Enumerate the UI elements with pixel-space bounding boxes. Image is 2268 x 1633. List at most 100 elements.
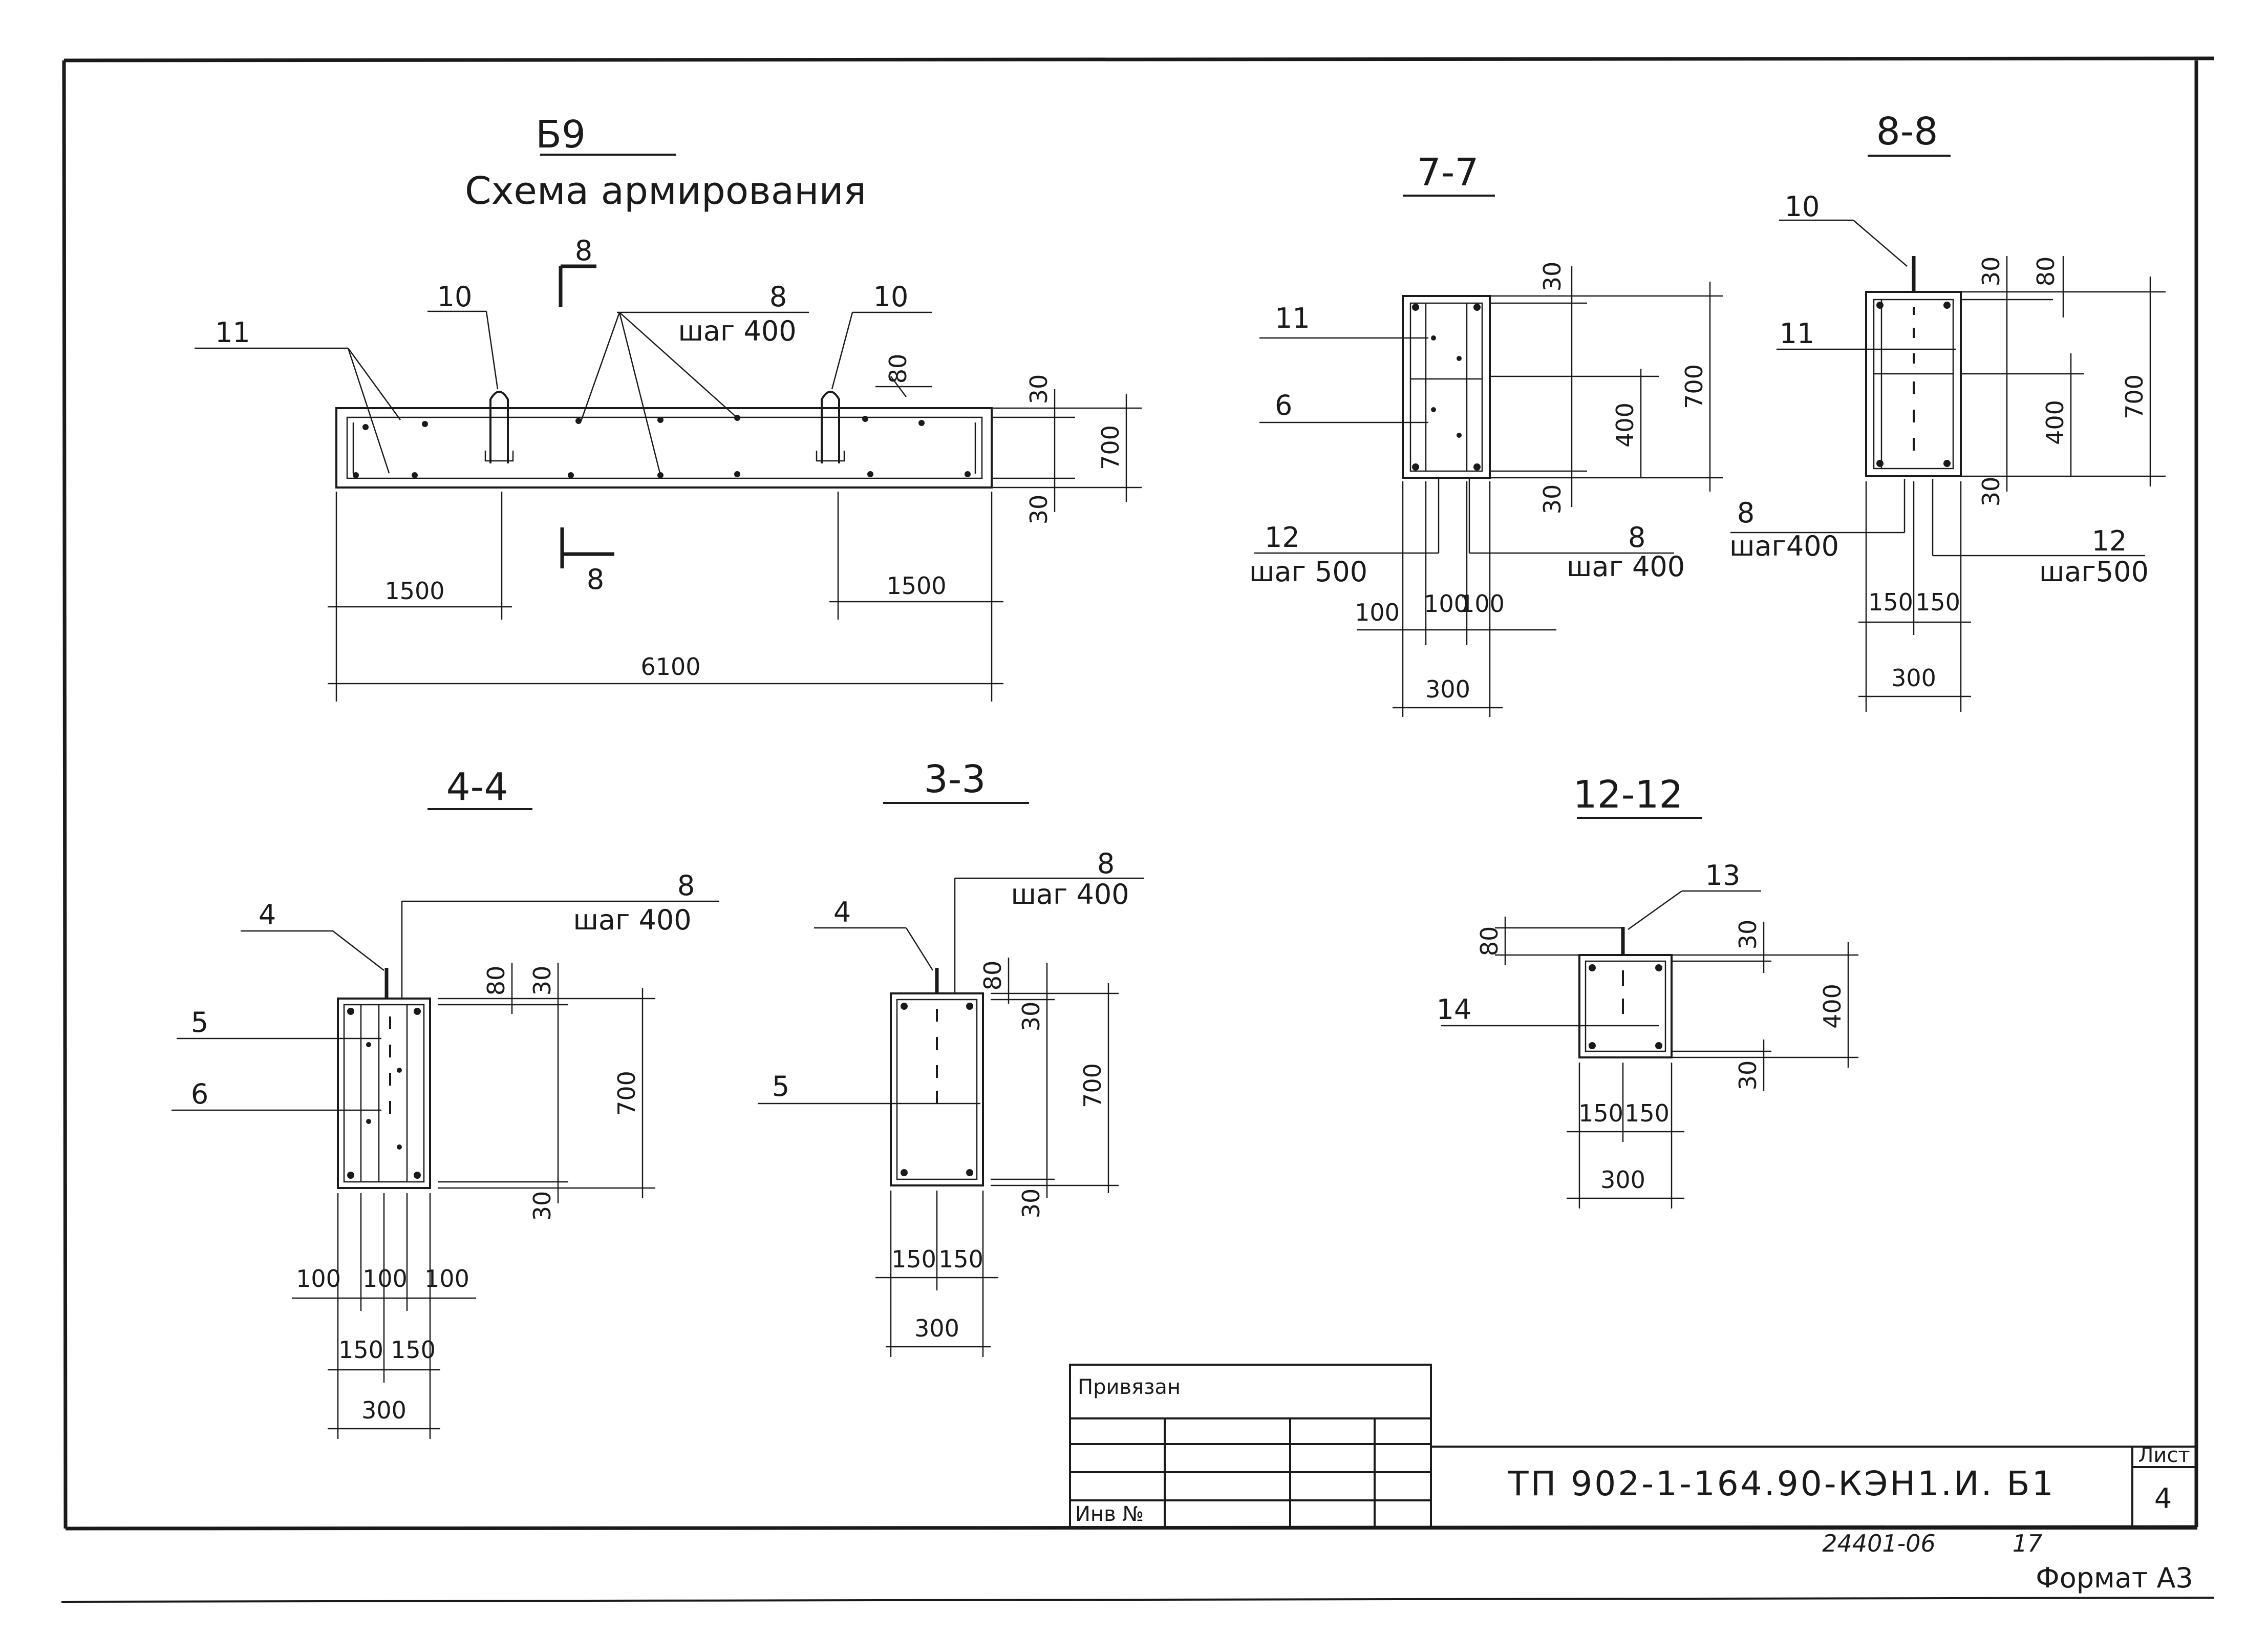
s88-dim-150-b: 150 — [1915, 588, 1960, 616]
s77-dim-30-bottom: 30 — [1538, 484, 1566, 515]
archive-number: 24401-06 — [1822, 1530, 1935, 1557]
s77-dim-400: 400 — [1611, 402, 1639, 448]
section-12-12: 12-12 13 14 80 30 400 30 15 — [1437, 773, 1858, 1208]
s77-dim-700: 700 — [1680, 364, 1708, 409]
s1212-dim-30-bottom: 30 — [1734, 1061, 1762, 1091]
s44-dim-100-c: 100 — [424, 1265, 469, 1292]
s88-callout-8: 8 — [1737, 497, 1755, 529]
s33-callout-8-step: шаг 400 — [1011, 878, 1129, 910]
b9-dim-80: 80 — [884, 354, 912, 384]
s44-dim-30-bottom: 30 — [528, 1191, 556, 1221]
s77-callout-12-step: шаг 500 — [1249, 556, 1367, 588]
s88-dim-300: 300 — [1891, 664, 1936, 692]
s33-title: 3-3 — [924, 757, 986, 801]
s77-callout-8-step: шаг 400 — [1567, 550, 1685, 583]
s1212-callout-13: 13 — [1705, 859, 1741, 892]
s44-dim-700: 700 — [613, 1071, 640, 1116]
s77-rebar-dots — [1412, 304, 1481, 471]
b9-callout-8-step: шаг 400 — [678, 315, 796, 347]
s44-rebar-dots — [347, 1008, 421, 1179]
footer: 24401-06 17 Формат А3 — [1822, 1530, 2193, 1594]
s88-dim-30-bottom: 30 — [1977, 477, 2005, 507]
s1212-rebar-dots — [1589, 964, 1662, 1049]
s1212-dim-80: 80 — [1475, 926, 1503, 957]
b9-dim-1500-right: 1500 — [886, 572, 946, 600]
s44-dim-80: 80 — [482, 966, 510, 996]
b9-section-mark-bottom-label: 8 — [587, 563, 604, 596]
s33-callout-5: 5 — [772, 1070, 789, 1102]
s77-title: 7-7 — [1417, 151, 1479, 195]
s77-callout-8: 8 — [1628, 521, 1645, 554]
s1212-callout-14: 14 — [1437, 993, 1472, 1026]
s44-callout-6: 6 — [191, 1078, 208, 1110]
s88-callout-8-step: шаг400 — [1729, 530, 1839, 562]
b9-callout-11: 11 — [215, 316, 250, 349]
s77-dim-30-top: 30 — [1538, 262, 1566, 292]
s33-callout-4: 4 — [833, 896, 851, 928]
archive-suffix: 17 — [2013, 1530, 2043, 1557]
title-block: Привязан Инв № ТП 902-1-164.90-КЭН1.И. Б… — [1069, 1364, 2197, 1530]
s88-dim-30-top: 30 — [1977, 257, 2005, 287]
section-7-7: 7-7 11 6 12 шаг 500 8 шаг 400 — [1249, 151, 1723, 717]
format-label: Формат А3 — [2036, 1562, 2193, 1594]
s88-dim-150-a: 150 — [1868, 588, 1913, 616]
s44-callout-8-step: шаг 400 — [573, 904, 691, 936]
s1212-dim-150-b: 150 — [1624, 1099, 1670, 1127]
b9-rebar-cage — [346, 416, 983, 479]
s44-callout-5: 5 — [191, 1006, 208, 1038]
b9-lifting-loop-right — [821, 391, 840, 463]
s44-title: 4-4 — [446, 765, 508, 809]
s44-dim-300: 300 — [361, 1396, 406, 1424]
s33-dim-150-b: 150 — [938, 1245, 983, 1273]
b9-dim-30-top: 30 — [1025, 374, 1053, 405]
s33-dim-150-a: 150 — [891, 1245, 936, 1273]
s88-callout-10: 10 — [1785, 190, 1820, 223]
s33-dim-80: 80 — [979, 961, 1007, 991]
b9-callout-8: 8 — [769, 281, 787, 313]
sheet-label: Лист — [2138, 1444, 2190, 1467]
s77-callout-11: 11 — [1275, 302, 1310, 334]
s88-dim-80: 80 — [2032, 257, 2060, 287]
s33-dim-30-top: 30 — [1017, 1002, 1045, 1032]
b9-dim-700: 700 — [1097, 425, 1124, 470]
s33-callout-8: 8 — [1097, 847, 1115, 880]
attached-label: Привязан — [1078, 1375, 1181, 1399]
view-b9: Б9 Схема армирования 11 10 — [195, 113, 1142, 702]
section-8-8: 8-8 10 11 8 шаг400 12 шаг500 — [1729, 110, 2166, 712]
s77-dim-100-c: 100 — [1460, 590, 1505, 618]
s77-dim-100-a: 100 — [1355, 599, 1400, 626]
s33-dim-30-bottom: 30 — [1017, 1189, 1045, 1219]
section-3-3: 3-3 4 8 шаг 400 5 80 30 700 30 — [758, 757, 1144, 1357]
sheet-number: 4 — [2154, 1482, 2172, 1515]
b9-title: Б9 — [536, 113, 586, 157]
s44-dim-30-top: 30 — [528, 966, 556, 996]
b9-beam-outline — [335, 407, 993, 489]
b9-dim-30-bottom: 30 — [1025, 495, 1053, 525]
s88-title: 8-8 — [1876, 110, 1938, 154]
doc-code: ТП 902-1-164.90-КЭН1.И. Б1 — [1507, 1464, 2055, 1503]
s44-dim-150-a: 150 — [338, 1336, 383, 1364]
b9-dim-6100: 6100 — [640, 653, 700, 681]
s1212-dim-400: 400 — [1818, 984, 1846, 1029]
s33-dim-700: 700 — [1079, 1063, 1106, 1108]
s88-callout-11: 11 — [1780, 317, 1815, 350]
s33-dim-300: 300 — [914, 1314, 959, 1342]
s44-callout-8: 8 — [677, 869, 695, 902]
s44-callout-4: 4 — [259, 899, 276, 931]
b9-subtitle: Схема армирования — [465, 169, 866, 213]
s77-section-outline — [1402, 295, 1491, 479]
s33-section-outline — [890, 992, 984, 1186]
s88-dim-700: 700 — [2121, 374, 2148, 419]
s77-callout-6: 6 — [1275, 389, 1292, 421]
inv-label: Инв № — [1075, 1502, 1144, 1526]
s77-callout-12: 12 — [1265, 521, 1300, 554]
s1212-dim-30-top: 30 — [1734, 920, 1762, 950]
s88-callout-12: 12 — [2092, 525, 2127, 557]
s88-callout-12-step: шаг500 — [2039, 556, 2149, 588]
b9-callout-10-right: 10 — [873, 281, 909, 313]
b9-section-mark-top-label: 8 — [575, 235, 592, 267]
s1212-title: 12-12 — [1573, 773, 1683, 817]
s44-dim-150-b: 150 — [391, 1336, 436, 1364]
s88-rebar-dots — [1876, 302, 1951, 467]
